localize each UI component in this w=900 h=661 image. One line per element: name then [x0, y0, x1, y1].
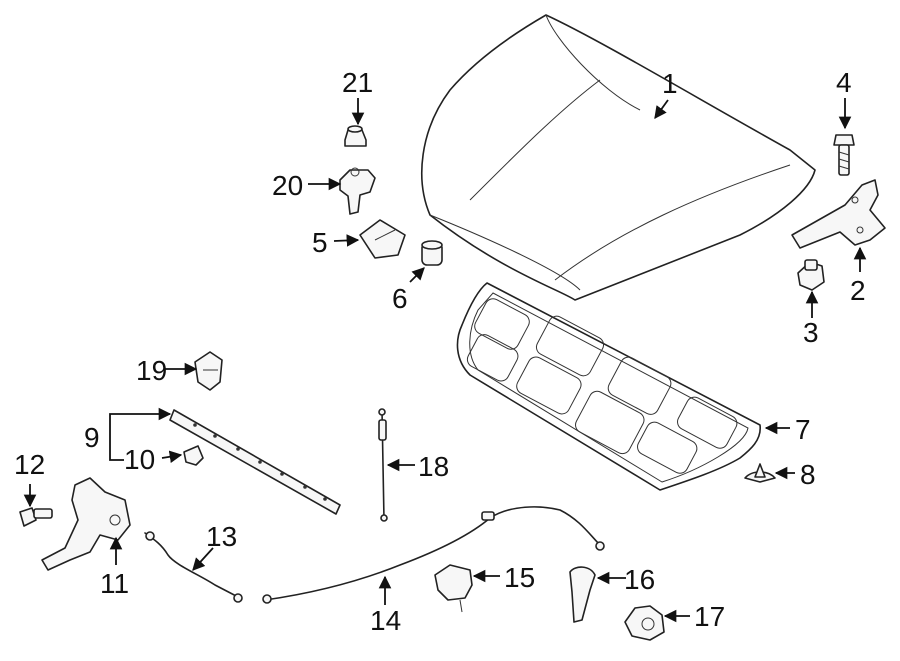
release-handle-bracket [434, 564, 473, 613]
latch-bolt [19, 507, 53, 527]
latch-bracket [359, 219, 406, 259]
hood-cushion [421, 240, 443, 266]
callout-16: 16 [624, 564, 655, 595]
callout-4: 4 [836, 67, 852, 98]
callout-12: 12 [14, 449, 45, 480]
callout-21: 21 [342, 67, 373, 98]
release-cable-short [144, 531, 243, 603]
callout-15: 15 [504, 562, 535, 593]
callout-9: 9 [84, 422, 100, 453]
hinge-nut [797, 259, 825, 291]
insulator-clip [744, 463, 776, 483]
hood-hinge [791, 179, 886, 249]
release-handle [569, 566, 596, 623]
callout-labels: 1 2 3 4 5 6 7 8 9 10 11 12 13 14 15 16 1… [14, 67, 866, 636]
seal-clip [183, 445, 204, 466]
callout-19: 19 [136, 355, 167, 386]
callout-13: 13 [206, 521, 237, 552]
callout-10: 10 [124, 444, 155, 475]
callout-7: 7 [795, 414, 811, 445]
callout-17: 17 [694, 601, 725, 632]
callout-5: 5 [312, 227, 328, 258]
callout-1: 1 [662, 68, 678, 99]
hood-bumper [344, 125, 367, 147]
hood-prop-rod [378, 408, 388, 522]
callout-14: 14 [370, 605, 401, 636]
callout-11: 11 [100, 568, 129, 599]
callout-20: 20 [272, 170, 303, 201]
hood-release-cable [262, 506, 605, 604]
callout-18: 18 [418, 451, 449, 482]
hood-insulator [456, 282, 761, 491]
hinge-bolt [833, 134, 855, 176]
callout-2: 2 [850, 275, 866, 306]
callout-8: 8 [800, 459, 816, 490]
leader-lines [23, 98, 867, 623]
weatherstrip-clip [194, 351, 223, 391]
callout-6: 6 [392, 283, 408, 314]
callout-3: 3 [803, 317, 819, 348]
hood-panel [421, 14, 816, 301]
secondary-latch [624, 605, 665, 641]
prop-rod-clip [339, 167, 376, 215]
hood-latch [41, 477, 131, 571]
hood-seal [169, 409, 341, 515]
